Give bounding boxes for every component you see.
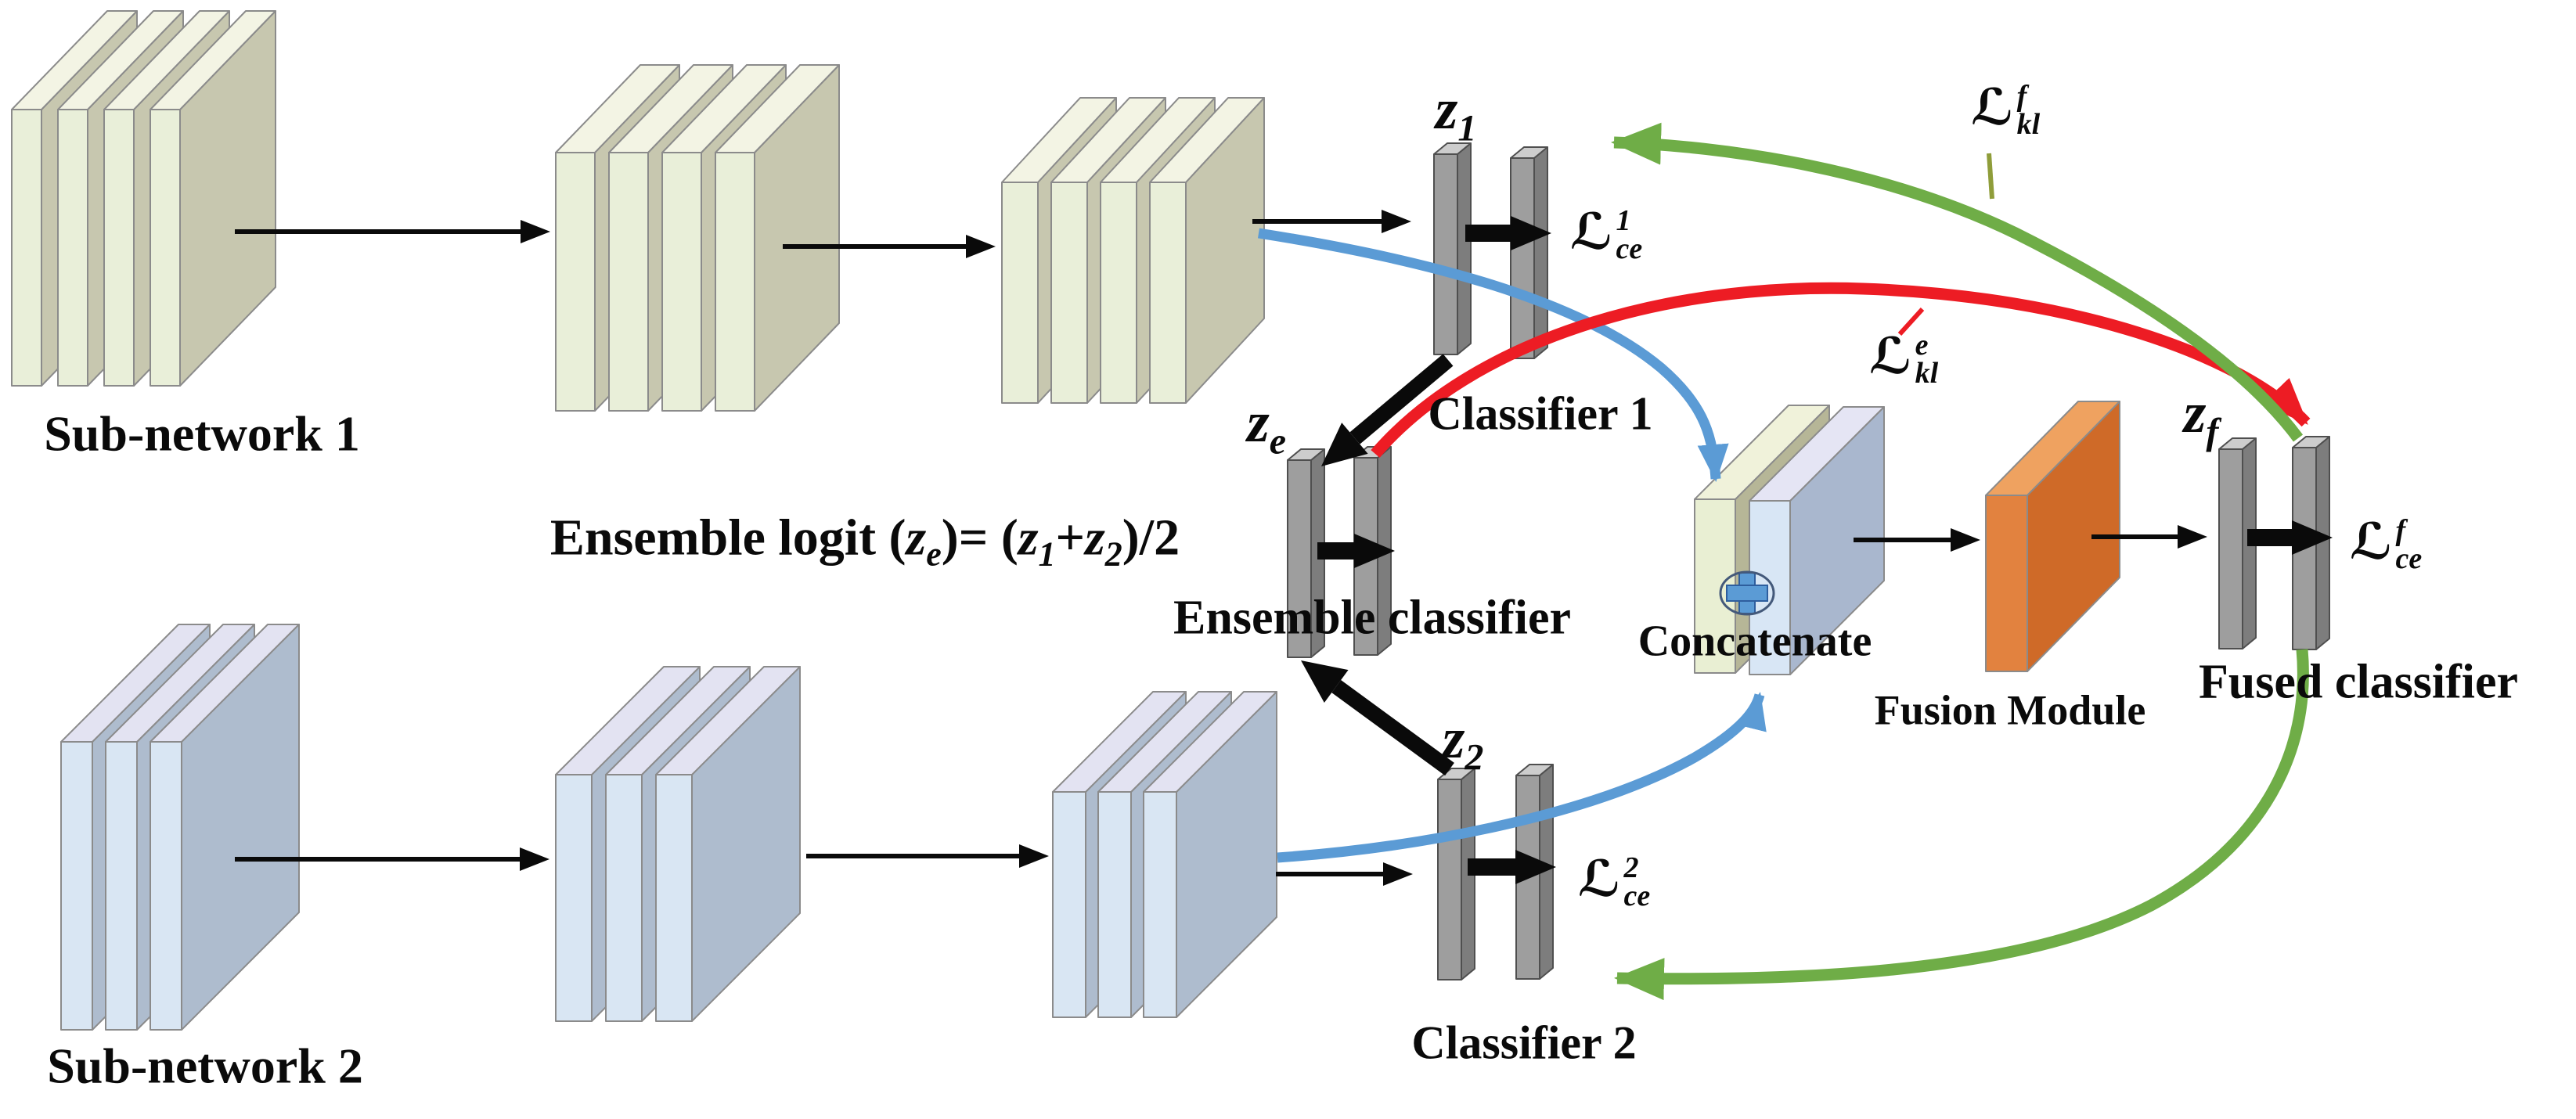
flow-net1-stage3-to-classifier1 (1252, 210, 1411, 233)
concatenate-block (1694, 405, 1885, 675)
ensemble-classifier-label: Ensemble classifier (1173, 591, 1571, 645)
subnetwork-1-label: Sub-network 1 (44, 405, 360, 462)
fused-input-bar (2218, 437, 2257, 649)
classifier2-fc-arrow (1468, 850, 1556, 884)
subnetwork1-stage3-blocks (1001, 97, 1265, 404)
flow-net2-stage1-to-stage2 (235, 847, 549, 871)
zf-base: z (2183, 380, 2207, 445)
ensemble-output-bar (1353, 446, 1392, 656)
loss-ce-2-L: ℒ (1577, 849, 1621, 909)
kl-ensemble-to-fused-curve (1371, 282, 2311, 458)
loss-kl-f-sub: kl (2016, 108, 2041, 141)
fused-classifier-label: Fused classifier (2198, 655, 2519, 709)
subnetwork2-stage3-blocks (1052, 691, 1277, 1018)
loss-kl-f-L: ℒ (1970, 77, 2014, 137)
flow-net1-stage1-to-stage2 (235, 220, 550, 243)
loss-ce-f-sup: f (2395, 513, 2406, 547)
loss-kl-e-sup: e (1915, 328, 1929, 362)
loss-ce-1-sub: ce (1616, 232, 1643, 265)
z1-to-ensemble-arrow (1321, 354, 1454, 466)
ensemble-fc-arrow (1317, 534, 1395, 568)
formula-sub-2: 2 (1104, 534, 1122, 574)
formula-prefix: Ensemble logit ( (549, 509, 906, 567)
loss-ce-2-sub: ce (1623, 880, 1651, 912)
z2-logit-label: z2 (1442, 706, 1484, 779)
ensemble-logit-formula: Ensemble logit (ze)= (z1+z2)/2 (550, 510, 1180, 572)
fused-fc-arrow (2247, 520, 2333, 555)
loss-ce-2-sup: 2 (1623, 851, 1639, 884)
flow-concat-to-fusion (1854, 528, 1980, 552)
loss-ce-1-sup: 1 (1616, 203, 1631, 237)
fusion-module-block (1985, 401, 2120, 672)
z1-logit-label: z1 (1435, 77, 1477, 149)
formula-z-e: z (906, 509, 927, 567)
zf-sub: f (2206, 411, 2219, 453)
subnetwork-2-label: Sub-network 2 (47, 1038, 363, 1094)
classifier1-fc-arrow (1465, 216, 1551, 250)
z2-to-ensemble-arrow (1301, 660, 1454, 776)
subnetwork1-stage2-blocks (555, 64, 840, 412)
classifier-1-label: Classifier 1 (1428, 387, 1653, 440)
subnetwork2-stage1-blocks (60, 624, 300, 1031)
kl-e-label-tick (1897, 307, 1925, 336)
loss-ce-1-L: ℒ (1569, 202, 1613, 261)
loss-ce-f-sub: ce (2395, 542, 2423, 575)
flow-net1-stage2-to-stage3 (783, 235, 996, 258)
feature2-to-concat-curve (1277, 692, 1767, 863)
kl-fused-to-z2-curve (1614, 649, 2309, 1001)
z1-sub: 1 (1457, 107, 1477, 149)
loss-ce-f-L: ℒ (2349, 512, 2393, 571)
z2-sub: 2 (1465, 736, 1484, 779)
loss-kl-f-sup: f (2016, 79, 2027, 113)
concatenate-label: Concatenate (1637, 617, 1872, 666)
formula-sub-e: e (926, 534, 942, 574)
concat-plus-icon (1719, 570, 1775, 616)
classifier1-output-bar (1510, 146, 1548, 359)
formula-plus: + (1055, 509, 1086, 567)
flow-net2-stage3-to-classifier2 (1276, 862, 1413, 886)
kl-fused-to-z1-curve (1611, 122, 2304, 442)
ze-sub: e (1269, 420, 1287, 462)
zf-logit-label: zf (2184, 383, 2219, 452)
formula-z-1: z (1018, 509, 1039, 567)
z2-base: z (1442, 706, 1465, 771)
feature1-to-concat-curve (1257, 228, 1729, 482)
fusion-module-label: Fusion Module (1874, 686, 2146, 734)
formula-sub-1: 1 (1038, 534, 1056, 574)
z1-base: z (1435, 77, 1458, 142)
subnetwork1-stage1-blocks (11, 10, 276, 387)
classifier1-input-bar (1433, 142, 1472, 355)
loss-kl-e-L: ℒ (1868, 326, 1912, 386)
kl-f-label-tick (1987, 153, 1994, 200)
formula-suffix: )/2 (1122, 509, 1180, 567)
flow-fusion-to-fused-classifier (2091, 525, 2207, 549)
classifier-2-label: Classifier 2 (1411, 1016, 1637, 1069)
ze-base: z (1246, 390, 1270, 455)
ze-logit-label: ze (1246, 390, 1287, 462)
formula-eq: )= ( (941, 509, 1018, 567)
subnetwork2-stage2-blocks (555, 666, 801, 1022)
loss-kl-e-sub: kl (1915, 357, 1939, 390)
flow-net2-stage2-to-stage3 (806, 844, 1049, 868)
formula-z-2: z (1085, 509, 1105, 567)
